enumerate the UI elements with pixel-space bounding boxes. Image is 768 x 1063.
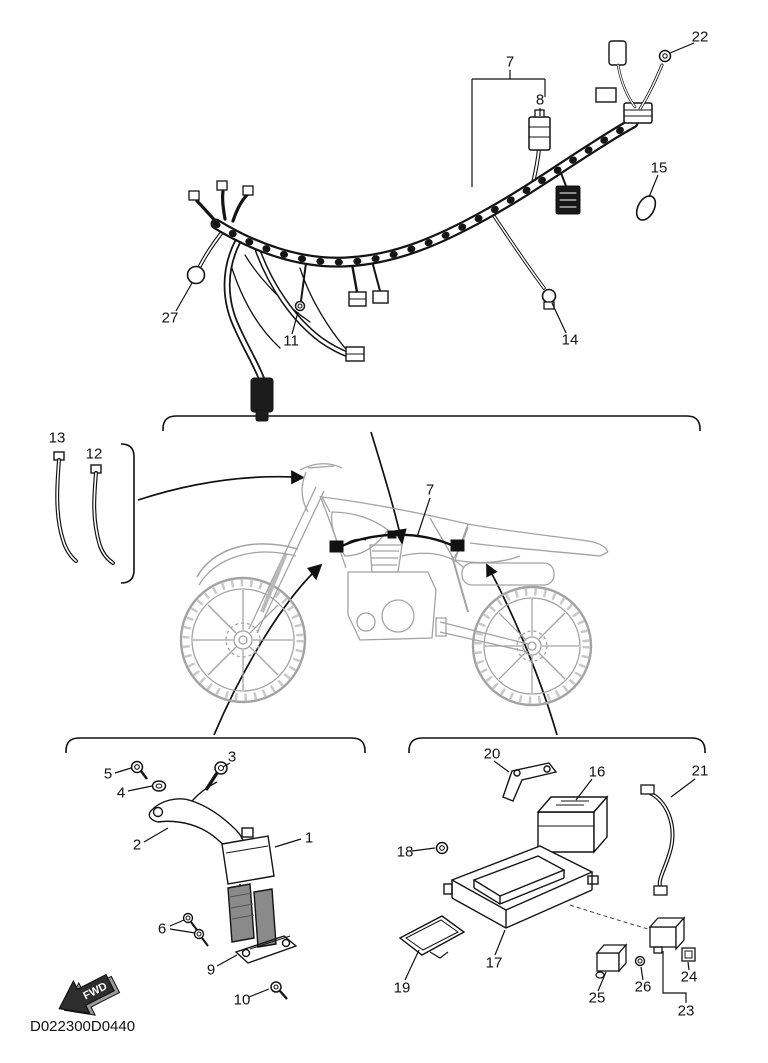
callout-15: 15 (650, 159, 668, 177)
part-5-bolt (130, 760, 148, 780)
harness-on-bike (329, 530, 465, 553)
callout-12: 12 (85, 445, 103, 463)
wiring-harness-illustration (186, 40, 672, 422)
callout-27: 27 (161, 309, 179, 327)
section-divider-top (162, 415, 701, 431)
callout-18: 18 (396, 843, 414, 861)
callout-22: 22 (691, 28, 709, 46)
callout-17: 17 (485, 954, 503, 972)
callout-7-harness: 7 (505, 53, 515, 71)
callout-23: 23 (677, 1002, 695, 1020)
cable-tie-12 (90, 464, 115, 565)
part-25-relay (595, 943, 628, 979)
part-23-relay-assembly (569, 904, 686, 954)
callout-20: 20 (483, 745, 501, 763)
part-24-fuse (681, 947, 696, 962)
part-20-bracket (502, 762, 558, 802)
callout-11: 11 (283, 332, 299, 350)
part-17-battery-tray (443, 845, 599, 929)
callout-10: 10 (233, 991, 251, 1009)
part-18-bolt (435, 841, 449, 855)
callout-5: 5 (103, 765, 113, 783)
leader-lines (114, 42, 696, 1003)
callout-7-bike: 7 (425, 481, 435, 499)
callout-1: 1 (304, 829, 314, 847)
callout-26: 26 (634, 978, 652, 996)
cable-tie-13 (53, 451, 78, 563)
callout-19: 19 (393, 979, 411, 997)
section-bracket-bottom-left (65, 737, 366, 753)
part-10-bolt (270, 981, 288, 1000)
part-19-cdi-unit (398, 915, 466, 959)
callout-6: 6 (157, 920, 167, 938)
callout-25: 25 (588, 989, 606, 1007)
diagram-code: D022300D0440 (30, 1018, 136, 1035)
part-16-relay-unit (536, 795, 609, 854)
part-26-bolt (634, 955, 646, 967)
part-21-lead-wire (640, 784, 675, 896)
callout-24: 24 (680, 968, 698, 986)
callout-21: 21 (691, 762, 709, 780)
callout-14: 14 (561, 331, 579, 349)
callout-3: 3 (227, 748, 237, 766)
callout-16: 16 (588, 763, 606, 781)
callout-9: 9 (206, 961, 216, 979)
motorcycle-illustration (179, 463, 609, 707)
section-bracket-left (120, 443, 135, 584)
part-6-bolts (182, 912, 209, 947)
part-4-collar (151, 780, 167, 792)
location-arrows (137, 431, 558, 736)
callout-7-bracket (471, 70, 546, 187)
callout-2: 2 (132, 836, 142, 854)
callout-4: 4 (116, 784, 126, 802)
part-1-ignition-coil (221, 827, 277, 948)
section-bracket-bottom-right (408, 737, 706, 753)
callout-13: 13 (48, 429, 66, 447)
fwd-direction-arrow: FWD (58, 973, 121, 1016)
callout-8: 8 (535, 91, 545, 109)
part-9-plate (234, 935, 298, 964)
